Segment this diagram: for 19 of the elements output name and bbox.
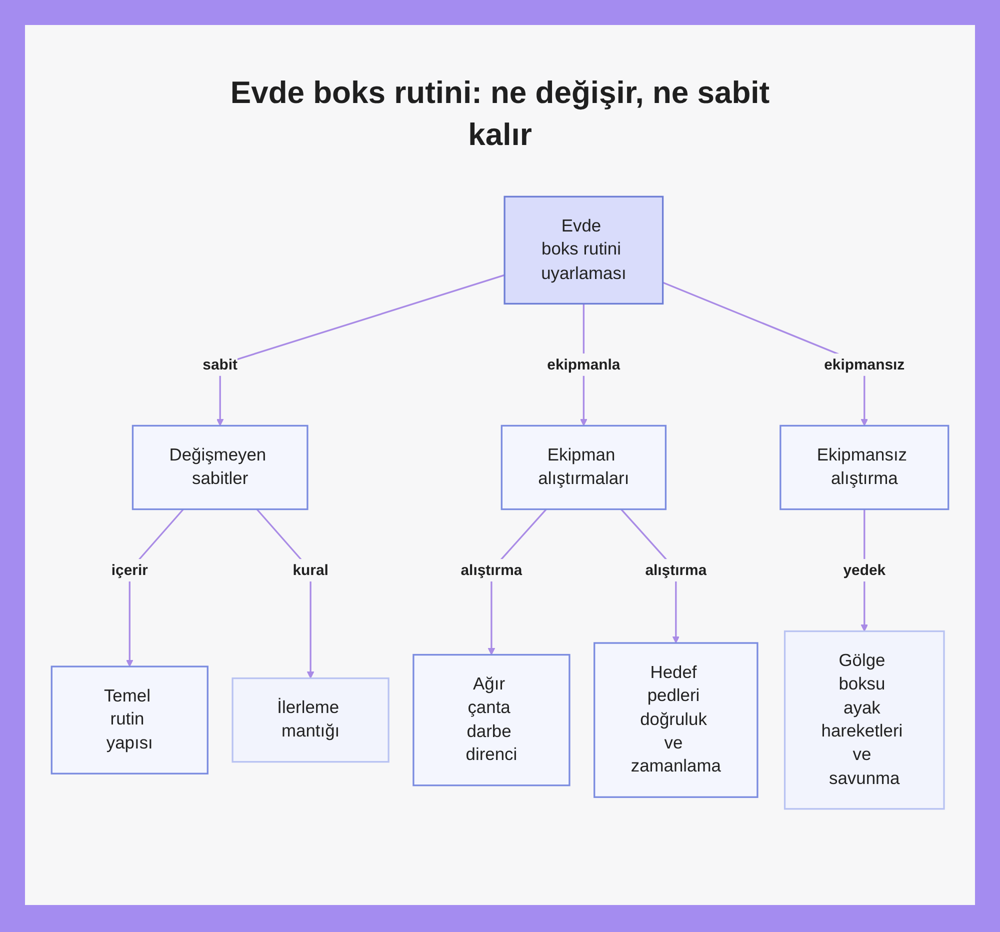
node-box: Ekipmansız alıştırma [780,424,950,510]
edge-label: yedek [843,562,886,578]
edge-label: ekipmansız [824,356,905,373]
node-box: Ağır çanta darbe direnci [412,654,570,786]
node-box: Gölge boksu ayak hareketleri ve savunma [784,630,945,810]
diagram-title: Evde boks rutini: ne değişir, ne sabit kalır [230,74,770,154]
node-box: Değişmeyen sabitler [132,424,308,510]
edge-label: kural [292,562,328,578]
edge-label: alıştırma [645,562,707,578]
node-box: İlerleme mantığı [232,677,390,763]
edge-label: sabit [202,356,238,373]
arrow [216,274,505,426]
node-box: Temel rutin yapısı [50,666,208,774]
node-box: Hedef pedleri doğruluk ve zamanlama [594,642,758,798]
edge-label: ekipmanla [547,356,620,373]
node-box: Ekipman alıştırmaları [500,424,667,510]
node-box: Evde boks rutini uyarlaması [504,196,664,305]
edge-label: içerir [111,562,148,578]
edge-label: alıştırma [460,562,522,578]
